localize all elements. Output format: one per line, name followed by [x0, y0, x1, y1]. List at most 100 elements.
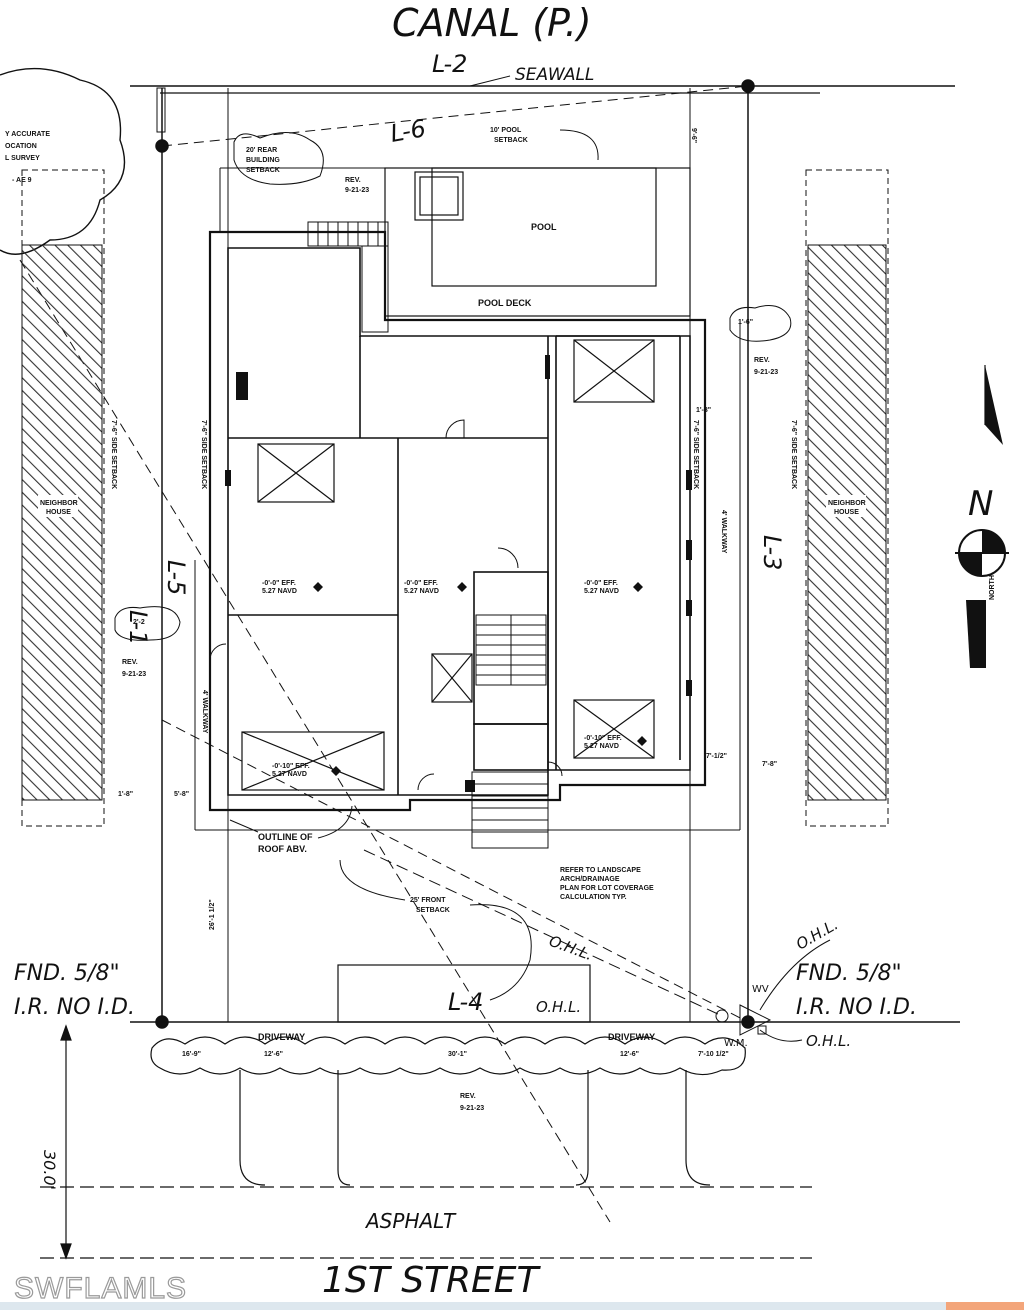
svg-text:HOUSE: HOUSE: [46, 509, 71, 516]
overhead-lines: [363, 849, 831, 1042]
right-property-line: [741, 79, 755, 1029]
neighbor-house-right: NEIGHBOR HOUSE: [805, 169, 889, 827]
svg-text:REFER TO LANDSCAPE: REFER TO LANDSCAPE: [560, 867, 641, 874]
watermark: SWFLAMLS: [14, 1272, 187, 1305]
neighbor-house-left: NEIGHBOR HOUSE: [21, 169, 105, 827]
svg-text:7'-1/2": 7'-1/2": [706, 753, 727, 760]
svg-text:-0'-10" EFF.5.27 NAVD: -0'-10" EFF.5.27 NAVD: [584, 735, 622, 750]
svg-text:25' FRONT: 25' FRONT: [410, 897, 446, 904]
road-dimension: [60, 1024, 72, 1260]
svg-text:Y ACCURATE: Y ACCURATE: [5, 131, 50, 138]
svg-text:2'-2: 2'-2: [133, 619, 145, 626]
pool-setback-label-2: SETBACK: [494, 137, 528, 144]
svg-text:OUTLINE OF: OUTLINE OF: [258, 832, 313, 842]
svg-text:-0'-10" EFF.5.27 NAVD: -0'-10" EFF.5.27 NAVD: [272, 763, 310, 778]
fnd-left-line2: I.R. NO I.D.: [14, 995, 135, 1020]
seawall-line: [130, 75, 955, 94]
elevation-markers: -0'-0" EFF.5.27 NAVD -0'-0" EFF.5.27 NAV…: [262, 580, 647, 778]
svg-text:ARCH/DRAINAGE: ARCH/DRAINAGE: [560, 876, 620, 883]
svg-text:9-21-23: 9-21-23: [460, 1105, 484, 1112]
svg-text:5'-8": 5'-8": [174, 791, 189, 798]
svg-text:L SURVEY: L SURVEY: [5, 155, 40, 162]
walkway-label-left: 4' WALKWAY: [201, 690, 208, 734]
svg-text:CALCULATION TYP.: CALCULATION TYP.: [560, 894, 627, 901]
svg-text:-0'-0" EFF.5.27 NAVD: -0'-0" EFF.5.27 NAVD: [404, 580, 439, 595]
fnd-right-line2: I.R. NO I.D.: [796, 995, 917, 1020]
rear-stair: [307, 221, 389, 333]
canal-title: CANAL (P.): [392, 1, 592, 45]
svg-text:-0'-0" EFF.5.27 NAVD: -0'-0" EFF.5.27 NAVD: [584, 580, 619, 595]
survey-diagonals: [19, 85, 749, 1223]
bottom-bar: [0, 1302, 1024, 1310]
svg-text:12'-6": 12'-6": [620, 1051, 639, 1058]
setback-lines: [194, 88, 741, 1022]
svg-text:1'-6": 1'-6": [738, 319, 753, 326]
asphalt-label: ASPHALT: [364, 1209, 457, 1233]
street-label: 1ST STREET: [322, 1260, 542, 1301]
door-swings: [209, 419, 563, 791]
line-label-l6: L-6: [388, 114, 428, 148]
pool-label: POOL: [531, 222, 557, 232]
svg-text:12'-6": 12'-6": [264, 1051, 283, 1058]
line-label-l4: L-4: [448, 988, 483, 1016]
dimension-labels: 1'-8" 5'-8" 2'-2 7'-8" 1'-6" 1'-8" 7'-1/…: [118, 128, 777, 1058]
svg-text:REV.: REV.: [754, 357, 770, 364]
road-width-label: 30.0': [40, 1150, 59, 1190]
front-setback-note: 25' FRONT SETBACK: [339, 859, 532, 1001]
wm-label: W.M.: [724, 1038, 748, 1049]
svg-text:1'-8": 1'-8": [696, 407, 711, 414]
fnd-left-line1: FND. 5/8": [14, 961, 120, 986]
svg-text:-0'-0" EFF.5.27 NAVD: -0'-0" EFF.5.27 NAVD: [262, 580, 297, 595]
svg-text:SETBACK: SETBACK: [416, 907, 450, 914]
svg-text:OCATION: OCATION: [5, 143, 37, 150]
revision-notes: REV. 9-21-23 REV. 9-21-23 REV. 9-21-23 REV.…: [114, 177, 792, 1112]
fnd-right-line1: FND. 5/8": [796, 961, 902, 986]
north-word: NORTH: [989, 575, 996, 600]
pool-setback-label: 10' POOL: [490, 127, 522, 134]
svg-text:9-21-23: 9-21-23: [754, 369, 778, 376]
ohl-label-2: O.H.L.: [536, 998, 581, 1016]
side-setback-left-inner: 7'-6" SIDE SETBACK: [200, 420, 207, 489]
svg-text:26'-1 1/2": 26'-1 1/2": [209, 899, 216, 930]
driveway-label-left: DRIVEWAY: [258, 1032, 305, 1042]
svg-text:REV.: REV.: [460, 1093, 476, 1100]
svg-text:7'-10 1/2": 7'-10 1/2": [698, 1051, 729, 1058]
ohl-label-4: O.H.L.: [806, 1032, 851, 1050]
svg-text:9'-6": 9'-6": [690, 128, 697, 143]
landscape-note: REFER TO LANDSCAPE ARCH/DRAINAGE PLAN FO…: [560, 867, 654, 901]
svg-text:NEIGHBOR: NEIGHBOR: [40, 500, 78, 507]
svg-text:REV.: REV.: [122, 659, 138, 666]
line-label-l3: L-3: [758, 535, 786, 570]
svg-text:REV.: REV.: [345, 177, 361, 184]
house-outline: [208, 230, 707, 812]
svg-text:HOUSE: HOUSE: [834, 509, 859, 516]
svg-text:30'-1": 30'-1": [448, 1051, 467, 1058]
side-setback-right-inner: 7'-6" SIDE SETBACK: [692, 420, 699, 489]
line-label-l2: L-2: [432, 50, 467, 78]
left-property-line: [155, 87, 169, 1029]
pool-deck-label: POOL DECK: [478, 298, 532, 308]
pool-area: [384, 167, 691, 317]
svg-text:7'-8": 7'-8": [762, 761, 777, 768]
ohl-label-1: O.H.L.: [547, 932, 596, 964]
wall-markers: [225, 355, 692, 792]
svg-text:9-21-23: 9-21-23: [345, 187, 369, 194]
side-setback-right-outer: 7'-6" SIDE SETBACK: [790, 420, 797, 489]
svg-text:9-21-23: 9-21-23: [122, 671, 146, 678]
front-yard: [40, 964, 812, 1259]
north-arrow-icon: [955, 365, 1009, 668]
interior-walls: [228, 335, 681, 795]
driveway-label-right: DRIVEWAY: [608, 1032, 655, 1042]
roof-outline-note: OUTLINE OF ROOF ABV.: [229, 805, 353, 854]
side-setback-left-outer: 7'-6" SIDE SETBACK: [110, 420, 117, 489]
center-stair: [475, 614, 547, 686]
svg-text:NEIGHBOR: NEIGHBOR: [828, 500, 866, 507]
line-label-l5: L-5: [162, 560, 190, 595]
svg-text:SETBACK: SETBACK: [246, 167, 280, 174]
north-letter: N: [968, 484, 993, 524]
svg-text:16'-9": 16'-9": [182, 1051, 201, 1058]
survey-cloud-note: Y ACCURATE OCATION L SURVEY - AE 9: [0, 67, 126, 255]
x-boxes: [241, 339, 655, 791]
svg-text:ROOF ABV.: ROOF ABV.: [258, 844, 307, 854]
